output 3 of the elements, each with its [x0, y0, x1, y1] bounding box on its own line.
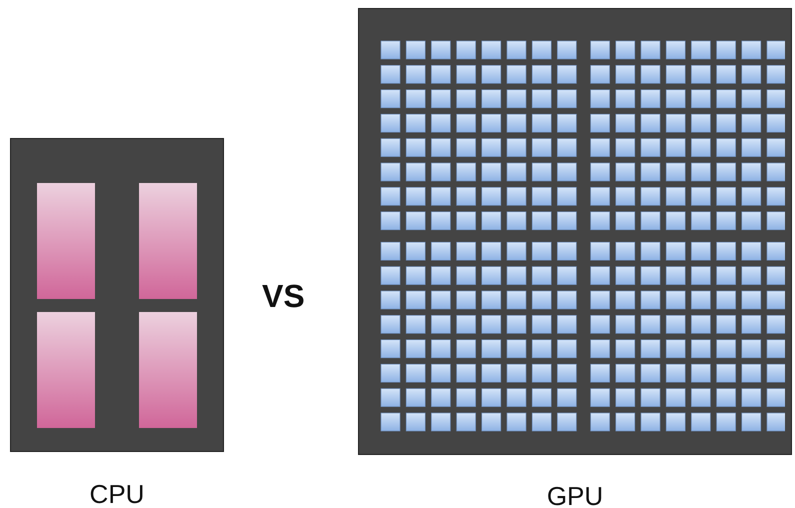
chip-label: GPU: [546, 481, 604, 508]
chip-label: CPU: [88, 479, 146, 508]
comparison-label: VS: [262, 278, 305, 315]
